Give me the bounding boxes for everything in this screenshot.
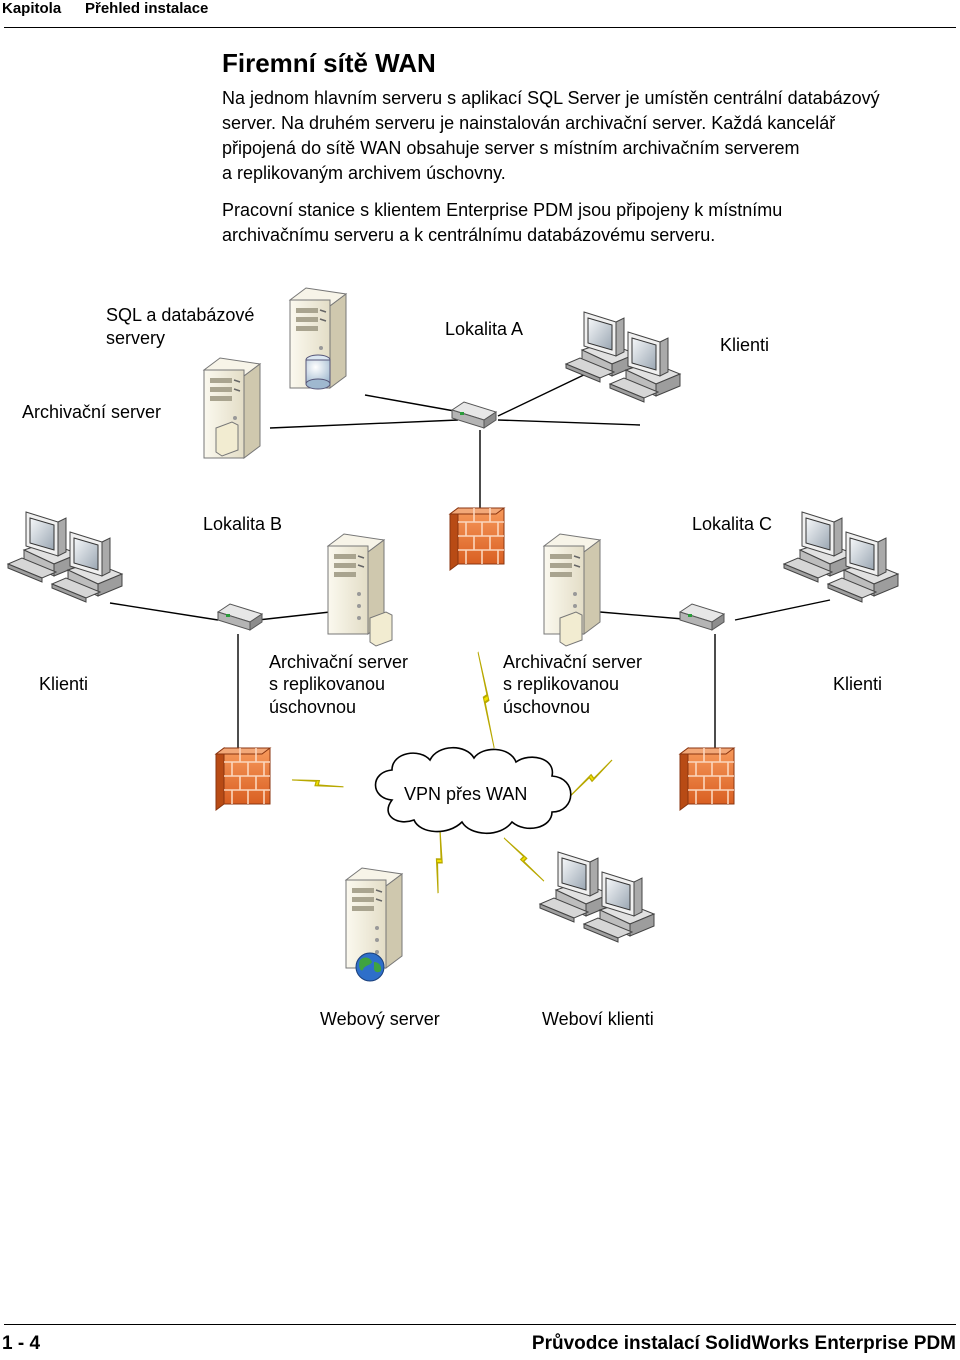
switch-icon-siteB bbox=[217, 603, 263, 631]
label-clients-a: Klienti bbox=[720, 335, 769, 355]
workstation-icon-clients-a bbox=[566, 312, 680, 402]
web-server-icon bbox=[345, 867, 403, 969]
label-site-c: Lokalita C bbox=[692, 514, 772, 534]
archive-document-icon-siteC bbox=[559, 611, 583, 647]
lightning-icon-left bbox=[291, 762, 345, 805]
link-siteB-clients bbox=[109, 602, 219, 621]
firewall-icon-center bbox=[449, 507, 505, 571]
switch-icon-siteA bbox=[451, 401, 497, 429]
page-number: 1 - 4 bbox=[2, 1333, 41, 1354]
chapter-label: Kapitola bbox=[2, 0, 62, 17]
label-archive-c-line2: s replikovanou bbox=[503, 674, 619, 694]
link-siteA-archive bbox=[269, 419, 459, 429]
database-icon bbox=[305, 354, 331, 390]
lightning-icon-right bbox=[562, 759, 620, 798]
paragraph-1: Na jednom hlavním serveru s aplikací SQL… bbox=[222, 86, 958, 186]
paragraph-1-line: server. Na druhém serveru je nainstalová… bbox=[222, 113, 836, 133]
label-web-clients: Weboví klienti bbox=[542, 1009, 654, 1029]
lightning-icon-webclients bbox=[503, 829, 545, 890]
firewall-icon-left bbox=[215, 747, 271, 811]
globe-icon bbox=[355, 952, 385, 982]
network-links bbox=[109, 371, 831, 752]
label-archive-b-line3: úschovnou bbox=[269, 697, 356, 717]
paragraph-1-line: připojená do sítě WAN obsahuje server s … bbox=[222, 138, 800, 158]
header-rule bbox=[4, 27, 956, 28]
link-siteB-server bbox=[257, 611, 331, 621]
paragraph-2-line: archivačnímu serveru a k centrálnímu dat… bbox=[222, 225, 716, 245]
label-site-b: Lokalita B bbox=[203, 514, 282, 534]
label-web-server: Webový server bbox=[320, 1009, 440, 1029]
label-sql-servers-line2: servery bbox=[106, 328, 165, 348]
workstation-icon-web-clients bbox=[540, 852, 654, 942]
workstation-icon-clients-b bbox=[8, 512, 122, 602]
paragraph-2-line: Pracovní stanice s klientem Enterprise P… bbox=[222, 200, 783, 220]
label-archive-c-line1: Archivační server bbox=[503, 652, 642, 672]
page-header: Kapitola Přehled instalace bbox=[0, 0, 960, 30]
link-siteA-clients2 bbox=[497, 419, 641, 426]
label-archive-b-line2: s replikovanou bbox=[269, 674, 385, 694]
book-title: Průvodce instalací SolidWorks Enterprise… bbox=[531, 1333, 956, 1354]
label-archive-server: Archivační server bbox=[22, 402, 161, 422]
label-sql-servers-line1: SQL a databázové bbox=[106, 305, 254, 325]
label-clients-c: Klienti bbox=[833, 674, 882, 694]
label-archive-c-line3: úschovnou bbox=[503, 697, 590, 717]
lightning-icon-center bbox=[476, 650, 496, 750]
link-siteC-clients bbox=[734, 599, 831, 621]
lightning-icon-web bbox=[418, 829, 460, 894]
label-clients-b: Klienti bbox=[39, 674, 88, 694]
link-siteA-sql bbox=[364, 394, 461, 413]
firewall-icon-right bbox=[679, 747, 735, 811]
label-archive-b-line1: Archivační server bbox=[269, 652, 408, 672]
link-siteA-clients bbox=[497, 371, 591, 417]
workstation-icon-clients-c bbox=[784, 512, 898, 602]
wan-network-diagram: SQL a databázové servery Lokalita A Klie… bbox=[0, 287, 960, 1029]
section-label: Přehled instalace bbox=[85, 0, 209, 17]
archive-document-icon-siteB bbox=[369, 611, 393, 647]
archive-document-icon bbox=[215, 421, 239, 457]
link-siteC-server bbox=[599, 611, 696, 621]
label-vpn: VPN přes WAN bbox=[404, 784, 527, 804]
switch-icon-siteC bbox=[679, 603, 725, 631]
footer-rule bbox=[4, 1324, 956, 1325]
page-title: Firemní sítě WAN bbox=[222, 48, 436, 78]
paragraph-1-line: Na jednom hlavním serveru s aplikací SQL… bbox=[222, 88, 880, 108]
cloud-icon bbox=[374, 746, 572, 834]
paragraph-1-line: a replikovaným archivem úschovny. bbox=[222, 163, 506, 183]
label-site-a: Lokalita A bbox=[445, 319, 523, 339]
paragraph-2: Pracovní stanice s klientem Enterprise P… bbox=[222, 198, 958, 248]
